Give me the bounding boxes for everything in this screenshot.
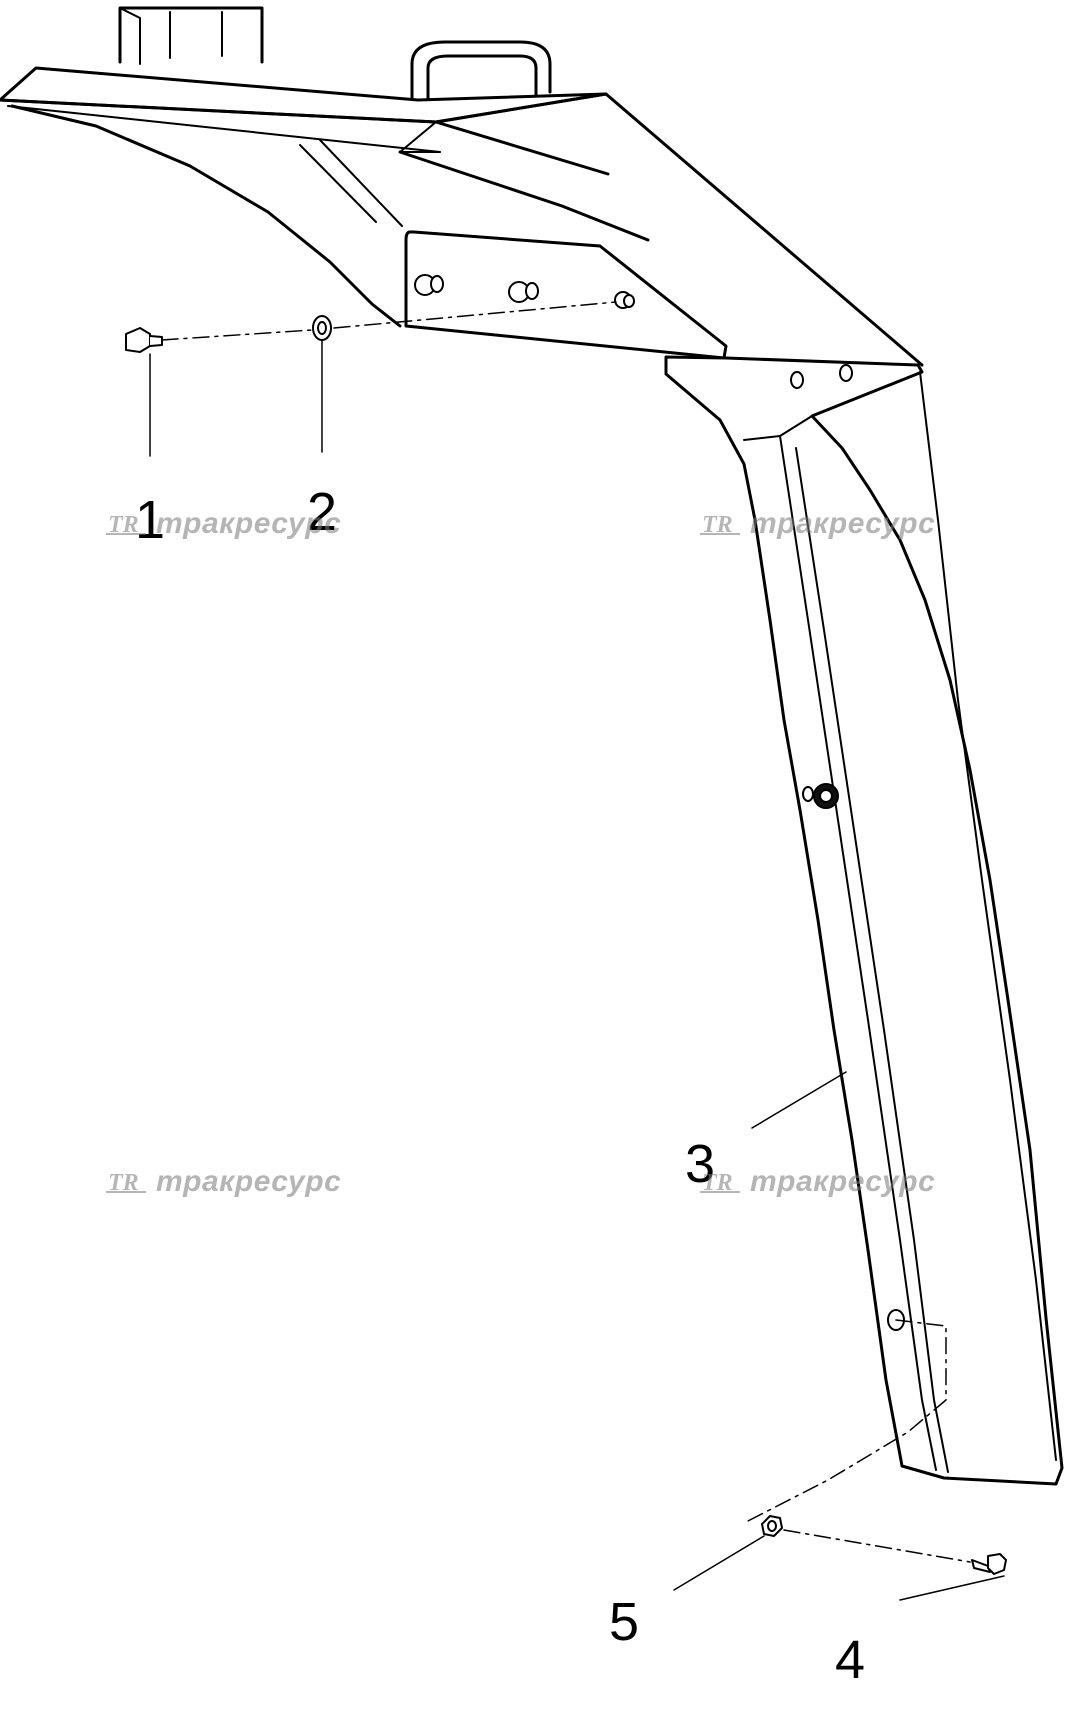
fender-assembly-drawing — [0, 6, 1064, 1601]
fender-hole-2 — [839, 364, 853, 382]
plate-bolts — [414, 274, 635, 309]
part-bolt-1 — [125, 327, 163, 353]
upper-inner-face — [299, 139, 403, 227]
dash-line-upper — [161, 301, 617, 341]
callout-1: 1 — [135, 490, 165, 550]
part-washer-2 — [312, 315, 332, 341]
part-bolt-4 — [971, 1553, 1007, 1575]
leader-3 — [751, 1071, 847, 1129]
callout-3: 3 — [685, 1134, 715, 1194]
support-gusset — [10, 104, 402, 328]
dash-line-lower-1 — [745, 1319, 947, 1523]
fender-body — [664, 355, 1064, 1486]
handle-loop — [410, 40, 552, 104]
assembly-dash-lines — [161, 301, 971, 1563]
callout-2: 2 — [307, 482, 337, 542]
leader-4 — [899, 1575, 1005, 1601]
fender-bolt — [802, 783, 839, 809]
mounting-platform — [0, 66, 608, 153]
plate-bolt-2 — [508, 281, 539, 303]
callout-5: 5 — [609, 1592, 639, 1652]
plate-bolt-1 — [414, 274, 444, 296]
plate-hole — [614, 291, 635, 309]
top-bracket — [118, 6, 264, 65]
leader-5 — [673, 1535, 765, 1591]
part-nut-5 — [761, 1515, 783, 1537]
callout-4: 4 — [835, 1630, 865, 1690]
leader-lines — [149, 339, 1005, 1601]
dash-line-lower-2 — [783, 1529, 971, 1563]
fender-fasteners — [790, 364, 905, 1331]
callout-labels: 1 2 3 4 5 — [135, 482, 865, 1690]
mounting-plate — [404, 230, 728, 360]
fender-hole-1 — [790, 371, 804, 389]
upper-arm — [398, 92, 924, 367]
